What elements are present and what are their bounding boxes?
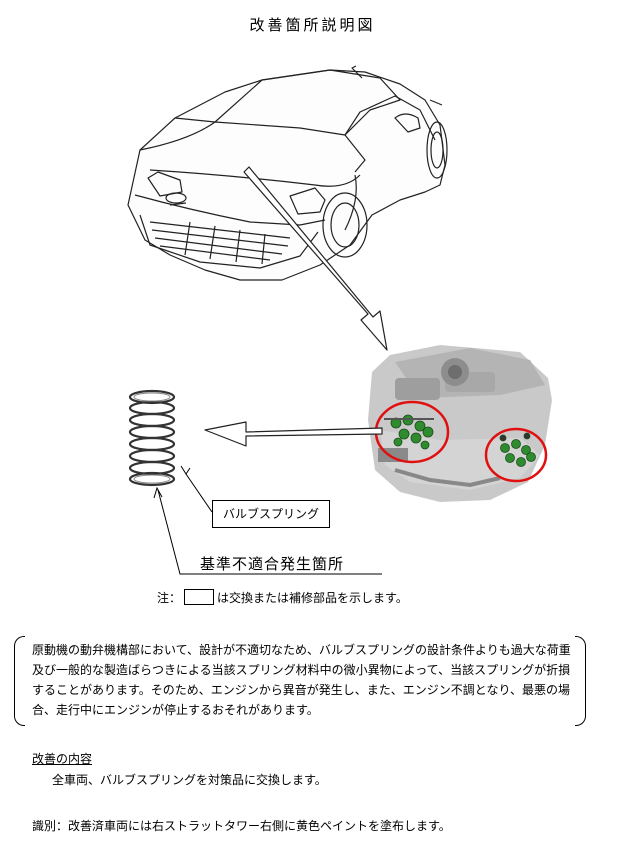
spring-label: バルブスプリング [212,500,330,528]
spring-label-leader [185,473,213,513]
highlighted-springs-left [384,414,434,450]
legend-note: 注： は交換または補修部品を示します。 [157,589,408,606]
improvement-heading: 改善の内容 [32,752,93,766]
page-title: 改善箇所説明図 [249,16,376,34]
description-block: 原動機の動弁機構部において、設計が不適切なため、バルブスプリングの設計条件よりも… [14,636,586,726]
improvement-body: 全車両、バルブスプリングを対策品に交換します。 [52,773,327,787]
defect-leader [157,489,382,575]
legend-box [184,589,215,605]
highlight-circle-right [484,427,548,483]
engine-to-spring-arrow [204,421,383,447]
defect-location-label: 基準不適合発生箇所 [200,555,345,573]
highlighted-springs-right [499,432,536,467]
description-text: 原動機の動弁機構部において、設計が不適切なため、バルブスプリングの設計条件よりも… [32,643,571,717]
car-to-engine-arrow [243,166,388,351]
valve-spring-drawing [128,389,176,487]
car-drawing [127,65,448,281]
identification-text: 識別：改善済車両には右ストラットタワー右側に黄色ペイントを塗布します。 [32,819,451,833]
note-text: は交換または補修部品を示します。 [217,591,408,605]
note-prefix: 注： [157,591,182,605]
left-bracket [14,636,25,726]
right-bracket [575,636,586,726]
